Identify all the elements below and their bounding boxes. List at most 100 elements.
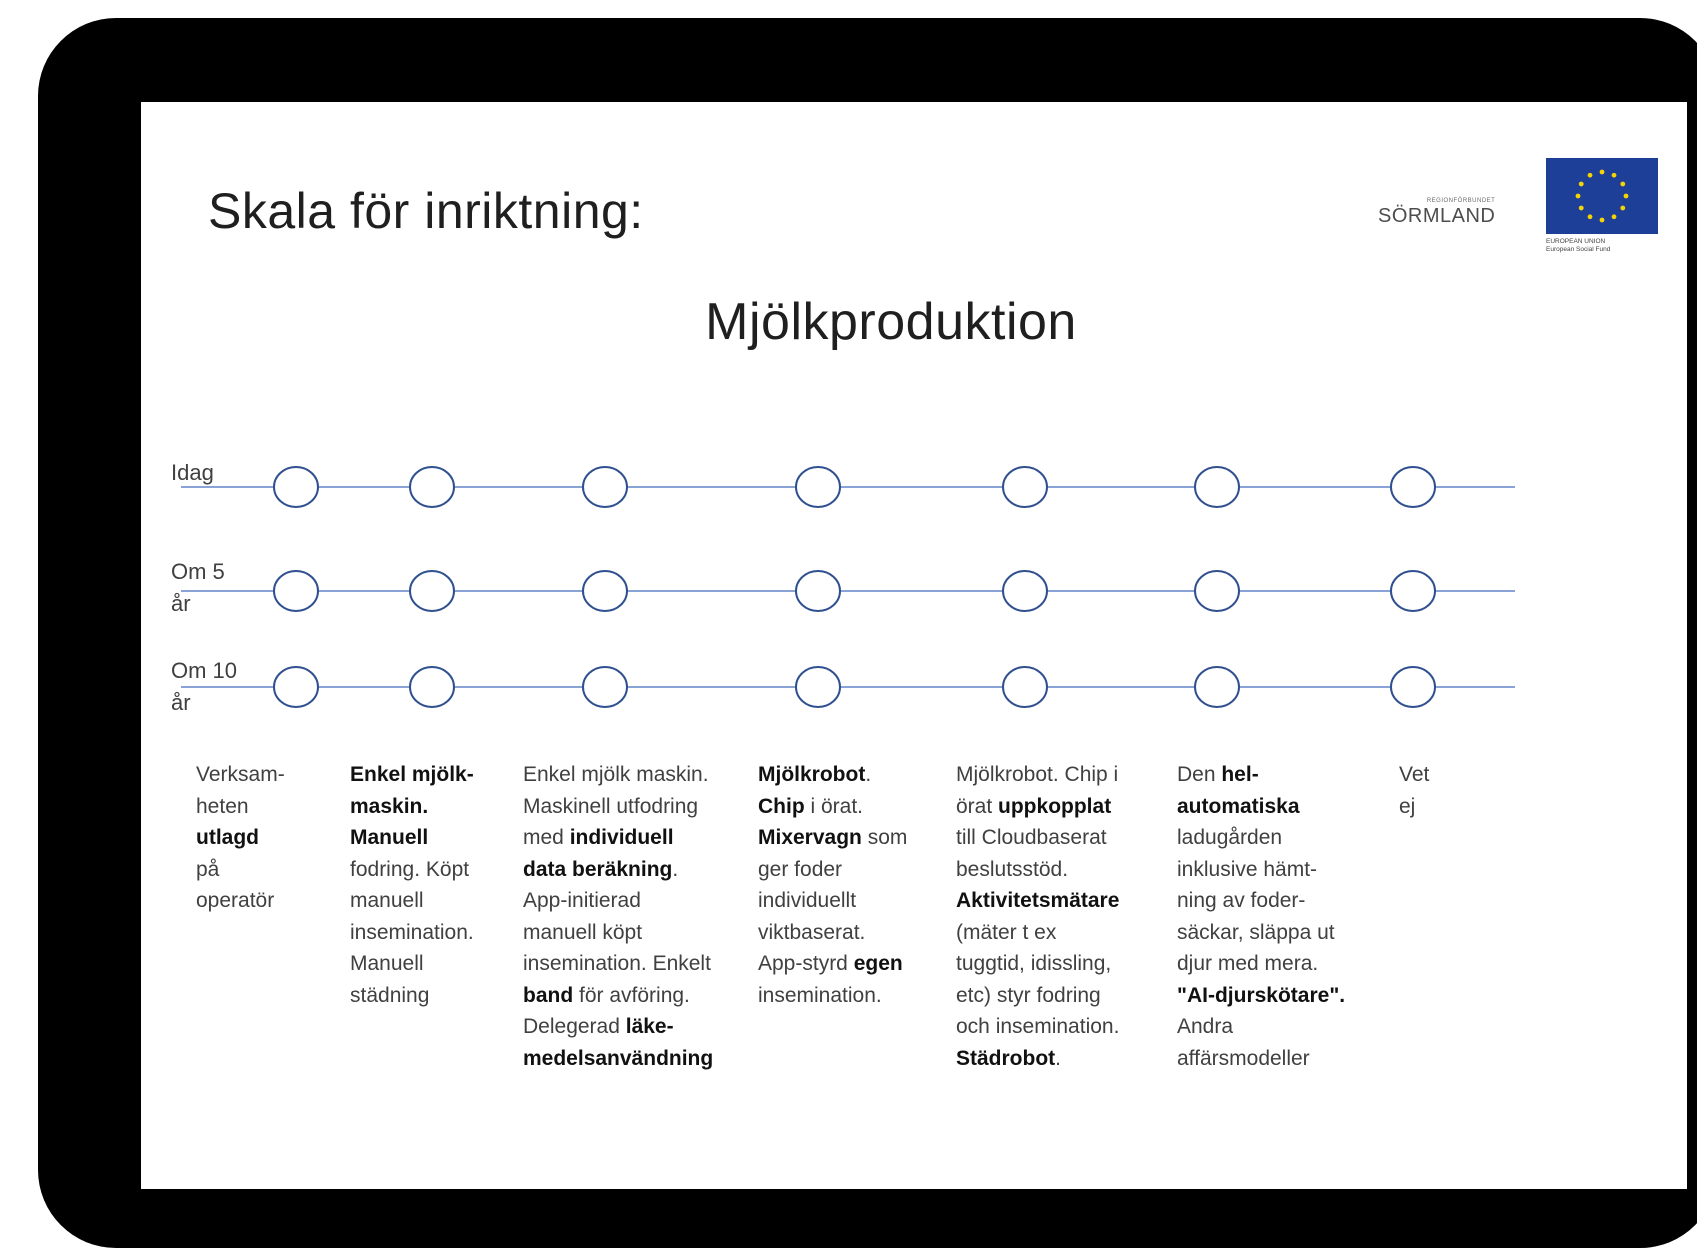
eu-stars-icon xyxy=(1575,169,1629,223)
eu-star-icon xyxy=(1611,214,1617,220)
description-line: operatör xyxy=(196,885,336,917)
eu-flag-icon xyxy=(1546,158,1658,234)
bold-text: Chip xyxy=(758,794,805,818)
scale-option-om-5-ar-6[interactable] xyxy=(1194,570,1240,612)
description-line: djur med mera. xyxy=(1177,948,1387,980)
scale-option-om-10-ar-2[interactable] xyxy=(409,666,455,708)
text: till Cloudbaserat xyxy=(956,826,1107,849)
description-line: Städrobot. xyxy=(956,1043,1176,1075)
description-line: ning av foder- xyxy=(1177,885,1387,917)
text: viktbaserat. xyxy=(758,920,866,944)
text: inklusive hämt- xyxy=(1177,857,1318,881)
description-line: inklusive hämt- xyxy=(1177,854,1387,886)
scale-option-om-5-ar-7[interactable] xyxy=(1390,570,1436,612)
bold-text: Aktivitetsmätare xyxy=(956,889,1120,912)
text: och insemination. xyxy=(956,1015,1120,1038)
scale-option-idag-7[interactable] xyxy=(1390,466,1436,508)
region-logo-main-text: SÖRMLAND xyxy=(1378,205,1496,227)
description-line: insemination. Enkelt xyxy=(523,948,763,980)
description-line: ej xyxy=(1399,791,1479,823)
text: ger foder xyxy=(758,857,843,881)
text: App-styrd xyxy=(758,952,854,975)
scale-option-om-5-ar-5[interactable] xyxy=(1002,570,1048,612)
eu-star-icon xyxy=(1578,205,1584,211)
description-line: städning xyxy=(350,980,515,1012)
text: Andra xyxy=(1177,1015,1234,1038)
scale-option-idag-5[interactable] xyxy=(1002,466,1048,508)
scale-option-om-10-ar-3[interactable] xyxy=(582,666,628,708)
description-line: App-initierad xyxy=(523,885,763,917)
row-label-om-5-ar: Om 5 år xyxy=(171,556,225,620)
scale-option-idag-4[interactable] xyxy=(795,466,841,508)
text: Vet xyxy=(1399,763,1430,786)
description-line: band för avföring. xyxy=(523,980,763,1012)
text: Delegerad xyxy=(523,1015,626,1038)
bold-text: läke- xyxy=(625,1015,674,1038)
description-line: Mjölkrobot. xyxy=(758,759,958,791)
description-line: beslutsstöd. xyxy=(956,854,1176,886)
bold-text: utlagd xyxy=(196,826,259,849)
row-label-line1: Idag xyxy=(171,460,214,485)
text: heten xyxy=(196,794,249,818)
scale-option-om-10-ar-7[interactable] xyxy=(1390,666,1436,708)
description-line: på xyxy=(196,854,336,886)
scale-option-om-5-ar-2[interactable] xyxy=(409,570,455,612)
scale-option-om-5-ar-4[interactable] xyxy=(795,570,841,612)
description-line: automatiska xyxy=(1177,791,1387,823)
text: . xyxy=(865,763,872,786)
scale-option-om-5-ar-1[interactable] xyxy=(273,570,319,612)
scale-option-idag-6[interactable] xyxy=(1194,466,1240,508)
description-line: Vet xyxy=(1399,759,1479,791)
bold-text: "AI-djurskötare". xyxy=(1177,983,1346,1007)
text: affärsmodeller xyxy=(1177,1046,1310,1070)
bold-text: band xyxy=(523,983,574,1007)
description-line: Mixervagn som xyxy=(758,822,958,854)
region-logo-small-text: REGIONFÖRBUNDET xyxy=(1426,198,1496,204)
description-line: ger foder xyxy=(758,854,958,886)
scale-option-idag-1[interactable] xyxy=(273,466,319,508)
scale-option-idag-3[interactable] xyxy=(582,466,628,508)
slide: Skala för inriktning: Mjölkproduktion RE… xyxy=(141,102,1687,1189)
description-line: maskin. xyxy=(350,791,515,823)
scale-option-om-10-ar-6[interactable] xyxy=(1194,666,1240,708)
scale-option-idag-2[interactable] xyxy=(409,466,455,508)
text: App-initierad xyxy=(523,889,641,912)
description-line: (mäter t ex xyxy=(956,917,1176,949)
scale-option-om-10-ar-5[interactable] xyxy=(1002,666,1048,708)
description-line: Enkel mjölk maskin. xyxy=(523,759,763,791)
description-line: Delegerad läke- xyxy=(523,1011,763,1043)
device-frame: Skala för inriktning: Mjölkproduktion RE… xyxy=(38,18,1697,1248)
eu-star-icon xyxy=(1611,172,1617,178)
description-line: affärsmodeller xyxy=(1177,1043,1387,1075)
row-label-line1: Om 10 xyxy=(171,658,238,683)
scale-option-om-10-ar-1[interactable] xyxy=(273,666,319,708)
scale-option-om-10-ar-4[interactable] xyxy=(795,666,841,708)
description-line: ladugården xyxy=(1177,822,1387,854)
text: Manuell xyxy=(350,952,424,975)
description-line: Maskinell utfodring xyxy=(523,791,763,823)
text: manuell köpt xyxy=(523,920,643,944)
text: säckar, släppa ut xyxy=(1177,920,1335,944)
text: (mäter t ex xyxy=(956,920,1057,944)
scale-option-om-5-ar-3[interactable] xyxy=(582,570,628,612)
description-line: "AI-djurskötare". xyxy=(1177,980,1387,1012)
description-line: Manuell xyxy=(350,948,515,980)
description-line: viktbaserat. xyxy=(758,917,958,949)
bold-text: data beräkning xyxy=(523,857,673,881)
text: ej xyxy=(1399,794,1416,818)
row-label-line1: Om 5 xyxy=(171,559,225,584)
slide-subtitle: Mjölkproduktion xyxy=(705,293,1077,351)
description-line: insemination. xyxy=(758,980,958,1012)
eu-star-icon xyxy=(1599,169,1605,175)
bold-text: individuell xyxy=(569,826,674,849)
text: . xyxy=(1055,1046,1061,1070)
eu-star-icon xyxy=(1620,181,1626,187)
description-line: Mjölkrobot. Chip i xyxy=(956,759,1176,791)
row-label-idag: Idag xyxy=(171,457,214,489)
bold-text: Manuell xyxy=(350,826,429,849)
text: individuellt xyxy=(758,889,857,912)
text: Enkel mjölk maskin. xyxy=(523,763,709,786)
